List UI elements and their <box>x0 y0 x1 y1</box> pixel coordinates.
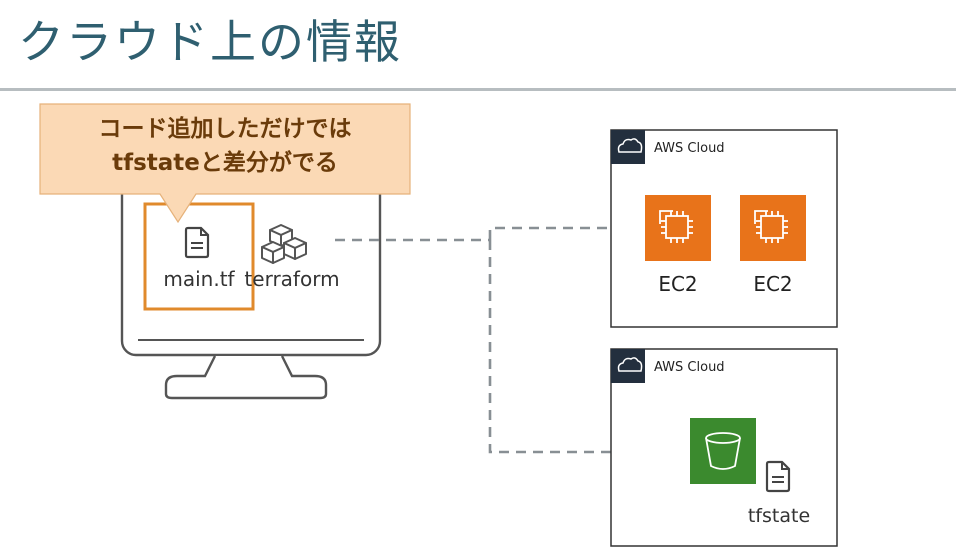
document-icon <box>184 226 210 259</box>
s3-bucket-icon <box>690 418 756 484</box>
terraform-label: terraform <box>244 267 339 291</box>
document-icon <box>765 460 791 493</box>
callout-text: コード追加しただけでは tfstateと差分がでる <box>40 112 410 180</box>
aws-cloud-top: AWS Cloud EC2 <box>610 129 838 328</box>
cloud-label: AWS Cloud <box>654 360 725 375</box>
callout-line-1: コード追加しただけでは <box>98 116 352 142</box>
cloud-label: AWS Cloud <box>654 141 725 156</box>
main-tf-highlight <box>143 202 255 311</box>
ec2-label: EC2 <box>753 272 792 296</box>
main-tf-label: main.tf <box>163 267 235 291</box>
page-title: クラウド上の情報 <box>18 15 402 69</box>
callout-bubble <box>39 103 411 224</box>
cloud-icon <box>617 138 643 153</box>
title-divider <box>0 88 956 91</box>
tfstate-label: tfstate <box>748 505 810 527</box>
callout-line-2: tfstateと差分がでる <box>112 150 338 176</box>
ec2-chip-icon <box>645 195 711 261</box>
cloud-icon <box>617 357 643 372</box>
ec2-chip-icon <box>740 195 806 261</box>
aws-cloud-bottom: AWS Cloud tfstate <box>610 348 838 547</box>
cubes-icon <box>261 224 307 264</box>
ec2-label: EC2 <box>658 272 697 296</box>
